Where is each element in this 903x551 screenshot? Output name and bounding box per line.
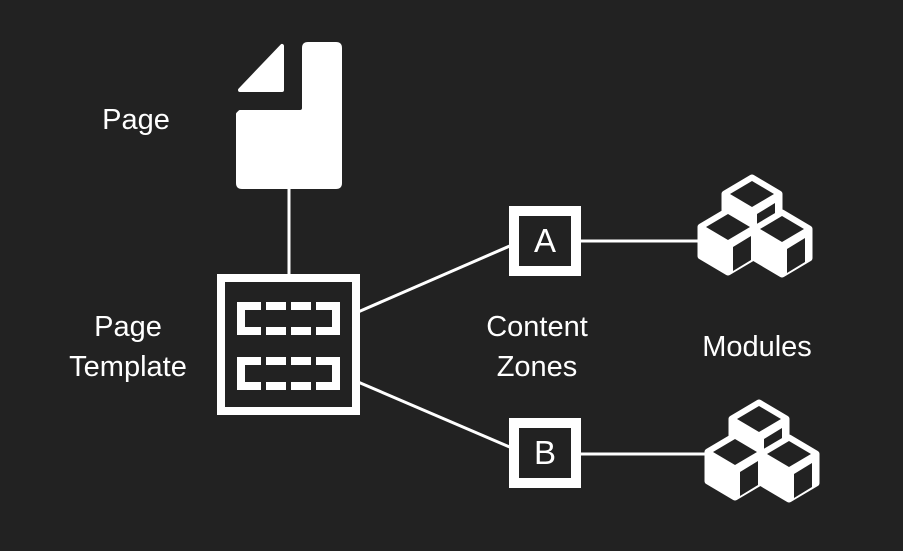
- modules-icon-top: [701, 178, 809, 274]
- zone-box-a: A: [509, 206, 581, 276]
- content-zones-label: Content Zones: [486, 311, 588, 383]
- template-row1-left-bracket: [237, 302, 261, 335]
- connector-template-to-zone-b: [357, 380, 513, 450]
- page-label: Page: [102, 104, 170, 136]
- page-fold-corner: [238, 44, 284, 92]
- zone-box-b: B: [509, 418, 581, 488]
- template-outer-border: [217, 274, 360, 415]
- page-body-shape: [236, 42, 342, 189]
- modules-label: Modules: [702, 331, 812, 363]
- zone-a-letter: A: [533, 222, 556, 259]
- template-row2-left-bracket: [237, 357, 261, 390]
- modules-icon-bottom: [708, 403, 816, 499]
- page-template-label: Page Template: [69, 311, 187, 383]
- page-template-icon: [217, 274, 360, 415]
- template-row1-dashes: [266, 302, 311, 335]
- zone-b-letter: B: [533, 434, 556, 471]
- connector-template-to-zone-a: [357, 243, 513, 314]
- page-icon: [236, 42, 342, 189]
- template-row2-right-bracket: [316, 357, 340, 390]
- template-row1-right-bracket: [316, 302, 340, 335]
- template-row2-dashes: [266, 357, 311, 390]
